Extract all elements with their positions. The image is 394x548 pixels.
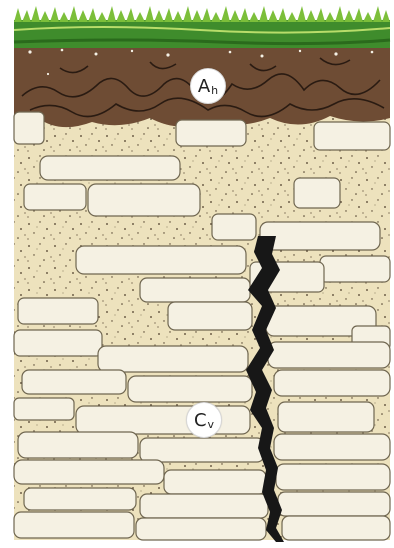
- horizon-label-cv-sub: v: [208, 418, 215, 431]
- horizon-label-cv-main: C: [194, 410, 207, 431]
- horizon-label-ah-main: A: [198, 76, 210, 97]
- horizon-label-ah-sub: h: [211, 84, 218, 97]
- grass-blades: [14, 6, 390, 22]
